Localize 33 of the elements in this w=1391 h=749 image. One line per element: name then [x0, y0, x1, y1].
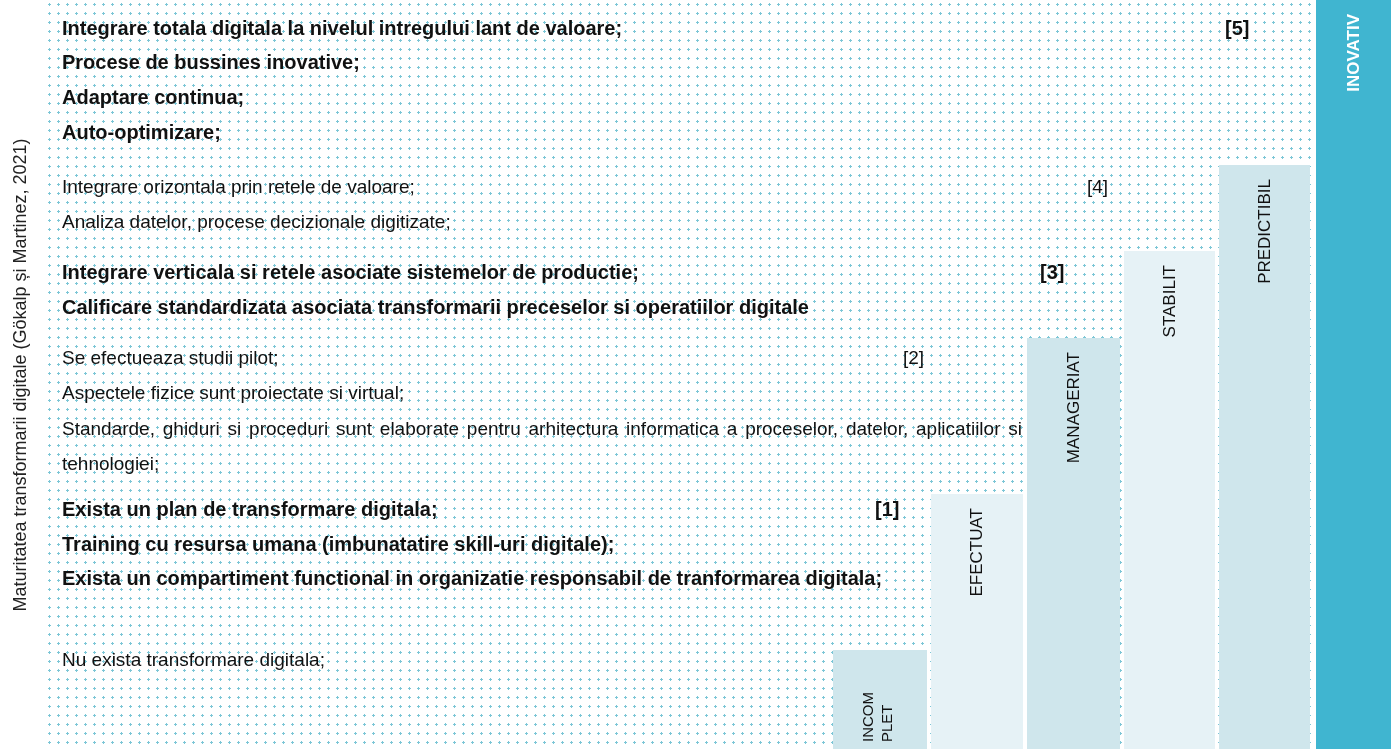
level-label: INCOM PLET [858, 691, 896, 742]
level-number: [1] [875, 497, 900, 521]
criteria-text: Se efectueaza studii pilot; [62, 346, 279, 370]
criteria-text: Exista un compartiment functional in organizatie responsabil de tranformarea digitala; [62, 566, 884, 591]
level-number: [4] [1087, 175, 1109, 199]
level-label: PREDICTIBIL [1253, 179, 1275, 284]
level-bar [931, 494, 1023, 749]
level-bar [1219, 165, 1310, 749]
criteria-text: Nu exista transformare digitala; [62, 648, 325, 672]
criteria-text: Calificare standardizata asociata transformarii preceselor si operatiilor digitale [62, 295, 809, 319]
level-number: [2] [903, 346, 925, 370]
level-label: MANAGERIAT [1062, 352, 1084, 464]
criteria-text: Adaptare continua; [62, 85, 245, 109]
level-label: INOVATIV [1342, 14, 1364, 92]
level-bar [833, 650, 927, 749]
criteria-text: Aspectele fizice sunt proiectate si virtual; [62, 381, 405, 405]
criteria-text: Integrare orizontala prin retele de valoare; [62, 175, 415, 199]
criteria-text: Integrare totala digitala la nivelul intregului lant de valoare; [62, 16, 623, 40]
level-bar [1316, 0, 1391, 749]
criteria-text: Procese de bussines inovative; [62, 50, 360, 74]
level-number: [3] [1040, 260, 1065, 284]
level-number: [5] [1225, 16, 1250, 40]
criteria-text: Analiza datelor, procese decizionale digitizate; [62, 210, 451, 234]
criteria-text: Exista un plan de transformare digitala; [62, 497, 438, 521]
criteria-text: Integrare verticala si retele asociate sistemelor de productie; [62, 260, 639, 284]
level-bar [1124, 251, 1215, 749]
level-label: EFECTUAT [966, 508, 987, 597]
level-bar [1027, 338, 1120, 749]
level-label: STABILIT [1158, 265, 1180, 338]
criteria-text: Training cu resursa umana (imbunatatire skill-uri digitale); [62, 532, 615, 556]
criteria-text: Auto-optimizare; [62, 120, 221, 144]
axis-title: Maturitatea transformarii digitale (Gökalp și Martinez, 2021) [10, 138, 31, 612]
criteria-text: Standarde, ghiduri si proceduri sunt elaborate pentru arhitectura informatica a proceselor, datelor, aplicatiilor si tehnologiei; [62, 417, 1022, 476]
